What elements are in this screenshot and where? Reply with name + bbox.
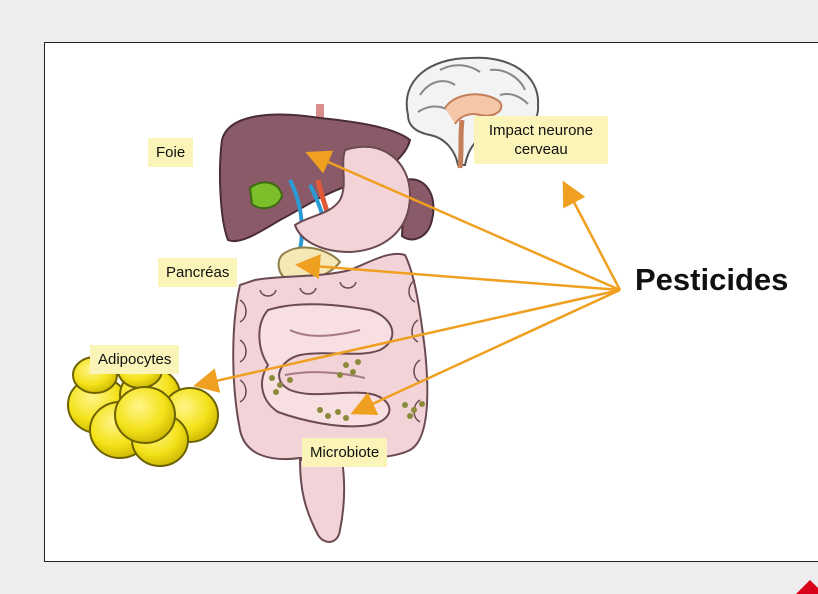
pesticides-title: Pesticides <box>635 262 788 298</box>
brand-corner-mark <box>796 580 818 594</box>
arrow-to-cerveau <box>565 185 620 290</box>
label-cerveau: Impact neurone cerveau <box>474 116 608 164</box>
label-foie: Foie <box>148 138 193 167</box>
gallbladder-shape <box>250 182 282 208</box>
rectum-shape <box>300 460 344 542</box>
label-pancreas: Pancréas <box>158 258 237 287</box>
label-microbiote: Microbiote <box>302 438 387 467</box>
label-adipocytes: Adipocytes <box>90 345 179 374</box>
